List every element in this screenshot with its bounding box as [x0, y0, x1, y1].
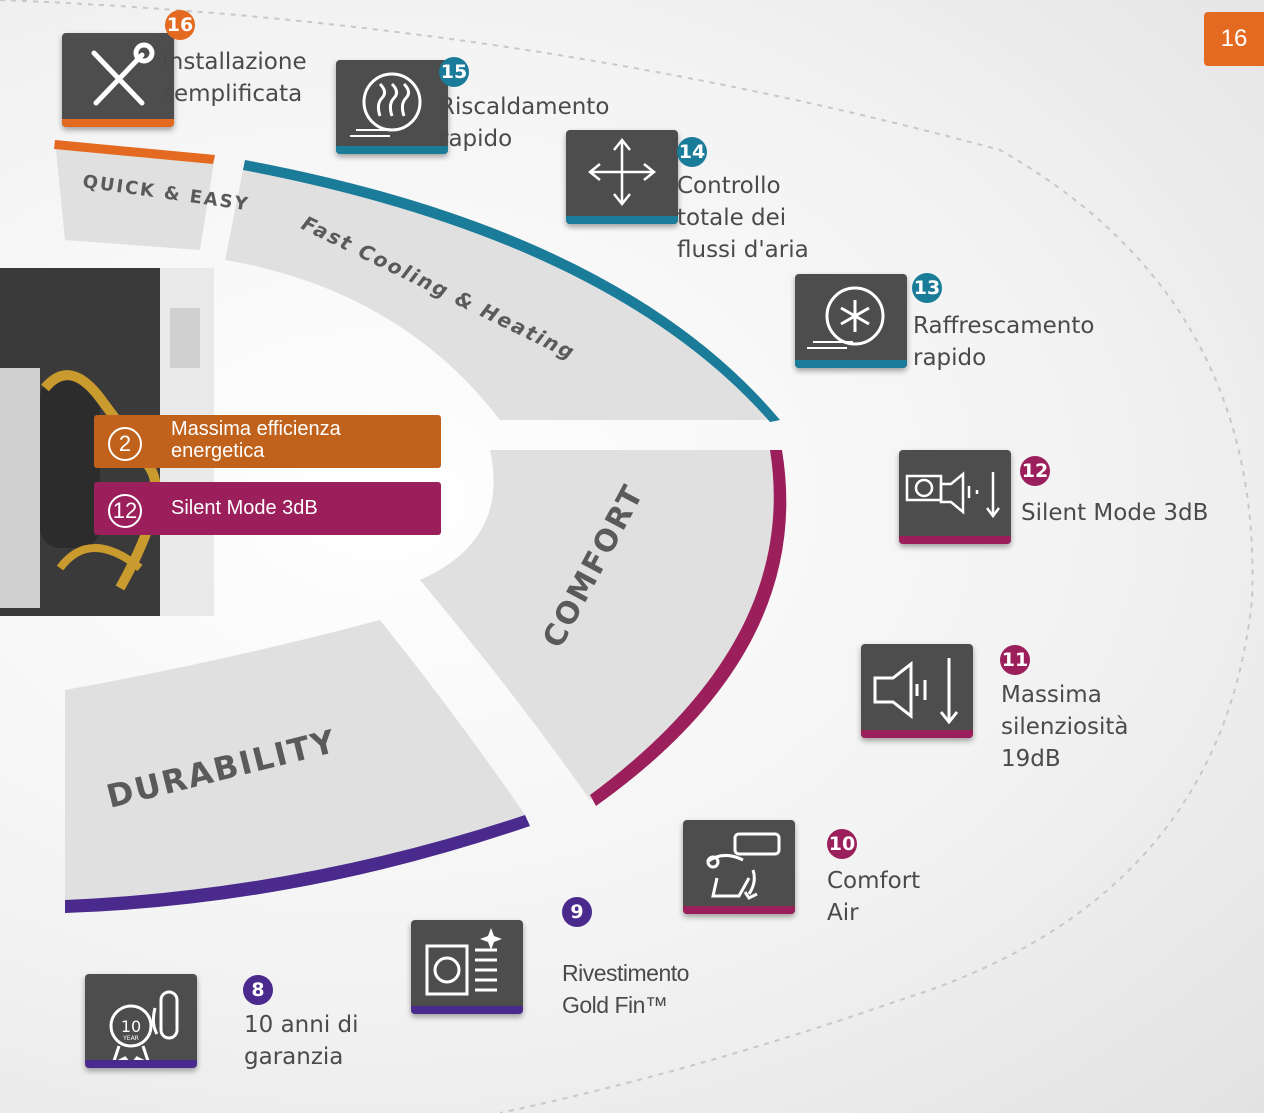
feature-number: 13: [912, 273, 942, 303]
feature-number: 14: [677, 137, 707, 167]
feature-label: 10 anni di garanzia: [244, 1012, 359, 1070]
feature-icon-tile: [411, 920, 523, 1014]
feature-icon-tile: [795, 274, 907, 368]
feature-accent-bar: [411, 1006, 523, 1014]
feature-icon-tile: [336, 60, 448, 154]
airflow-icon: [587, 137, 657, 207]
feature-label: Controllo totale dei flussi d'aria: [677, 173, 809, 263]
product-tag-efficiency: 2 Massima efficienza energetica: [94, 415, 441, 468]
feature-number: 10: [827, 829, 857, 859]
page-number-badge: 16: [1204, 12, 1264, 66]
feature-number: 15: [439, 57, 469, 87]
feature-label: Installazione semplificata: [162, 49, 307, 107]
durability-accent: [65, 815, 530, 913]
feature-label: Comfort Air: [827, 868, 921, 926]
heating-icon: [350, 72, 422, 137]
tag-number: 12: [108, 494, 142, 528]
feature-icon-tile: [861, 644, 973, 738]
feature-number: 8: [243, 975, 273, 1005]
warranty-badge-number: 10: [121, 1017, 141, 1036]
feature-accent-bar: [85, 1060, 197, 1068]
feature-icon-tile: [899, 450, 1011, 544]
tag-text: Massima efficienza energetica: [171, 418, 341, 462]
warranty-badge-unit: YEAR: [122, 1035, 139, 1042]
feature-number: 9: [562, 897, 592, 927]
tag-text: Silent Mode 3dB: [171, 497, 318, 519]
silent-mode-icon: [905, 471, 1000, 519]
speaker-icon: [873, 658, 959, 725]
quick-easy-accent: [54, 140, 215, 164]
comfort-air-icon: [706, 832, 781, 900]
feature-number: 11: [1000, 645, 1030, 675]
feature-label: Rivestimento Gold Fin™: [562, 960, 689, 1018]
tag-number: 2: [108, 427, 142, 461]
feature-accent-bar: [336, 146, 448, 154]
comfort-accent: [590, 450, 787, 806]
feature-icon-tile: [62, 33, 174, 127]
feature-label: Riscaldamento rapido: [439, 94, 610, 152]
feature-number: 12: [1020, 456, 1050, 486]
feature-label: Massima silenziosità 19dB: [1001, 682, 1129, 772]
feature-accent-bar: [795, 360, 907, 368]
feature-accent-bar: [62, 119, 174, 127]
gold-fin-icon: [425, 928, 502, 996]
quick-easy-segment: [55, 140, 215, 250]
feature-icon-tile: [566, 130, 678, 224]
tools-icon: [91, 42, 155, 106]
feature-icon-tile: [683, 820, 795, 914]
snowflake-icon: [807, 286, 885, 349]
feature-accent-bar: [899, 536, 1011, 544]
feature-accent-bar: [861, 730, 973, 738]
feature-label: Silent Mode 3dB: [1021, 500, 1209, 526]
feature-accent-bar: [566, 216, 678, 224]
feature-label: Raffrescamento rapido: [913, 313, 1095, 371]
product-tag-silent: 12 Silent Mode 3dB: [94, 482, 441, 535]
fast-cooling-segment: [225, 160, 780, 420]
feature-number: 16: [165, 10, 195, 40]
feature-accent-bar: [683, 906, 795, 914]
comfort-segment: [420, 450, 774, 800]
durability-segment: [65, 620, 525, 900]
